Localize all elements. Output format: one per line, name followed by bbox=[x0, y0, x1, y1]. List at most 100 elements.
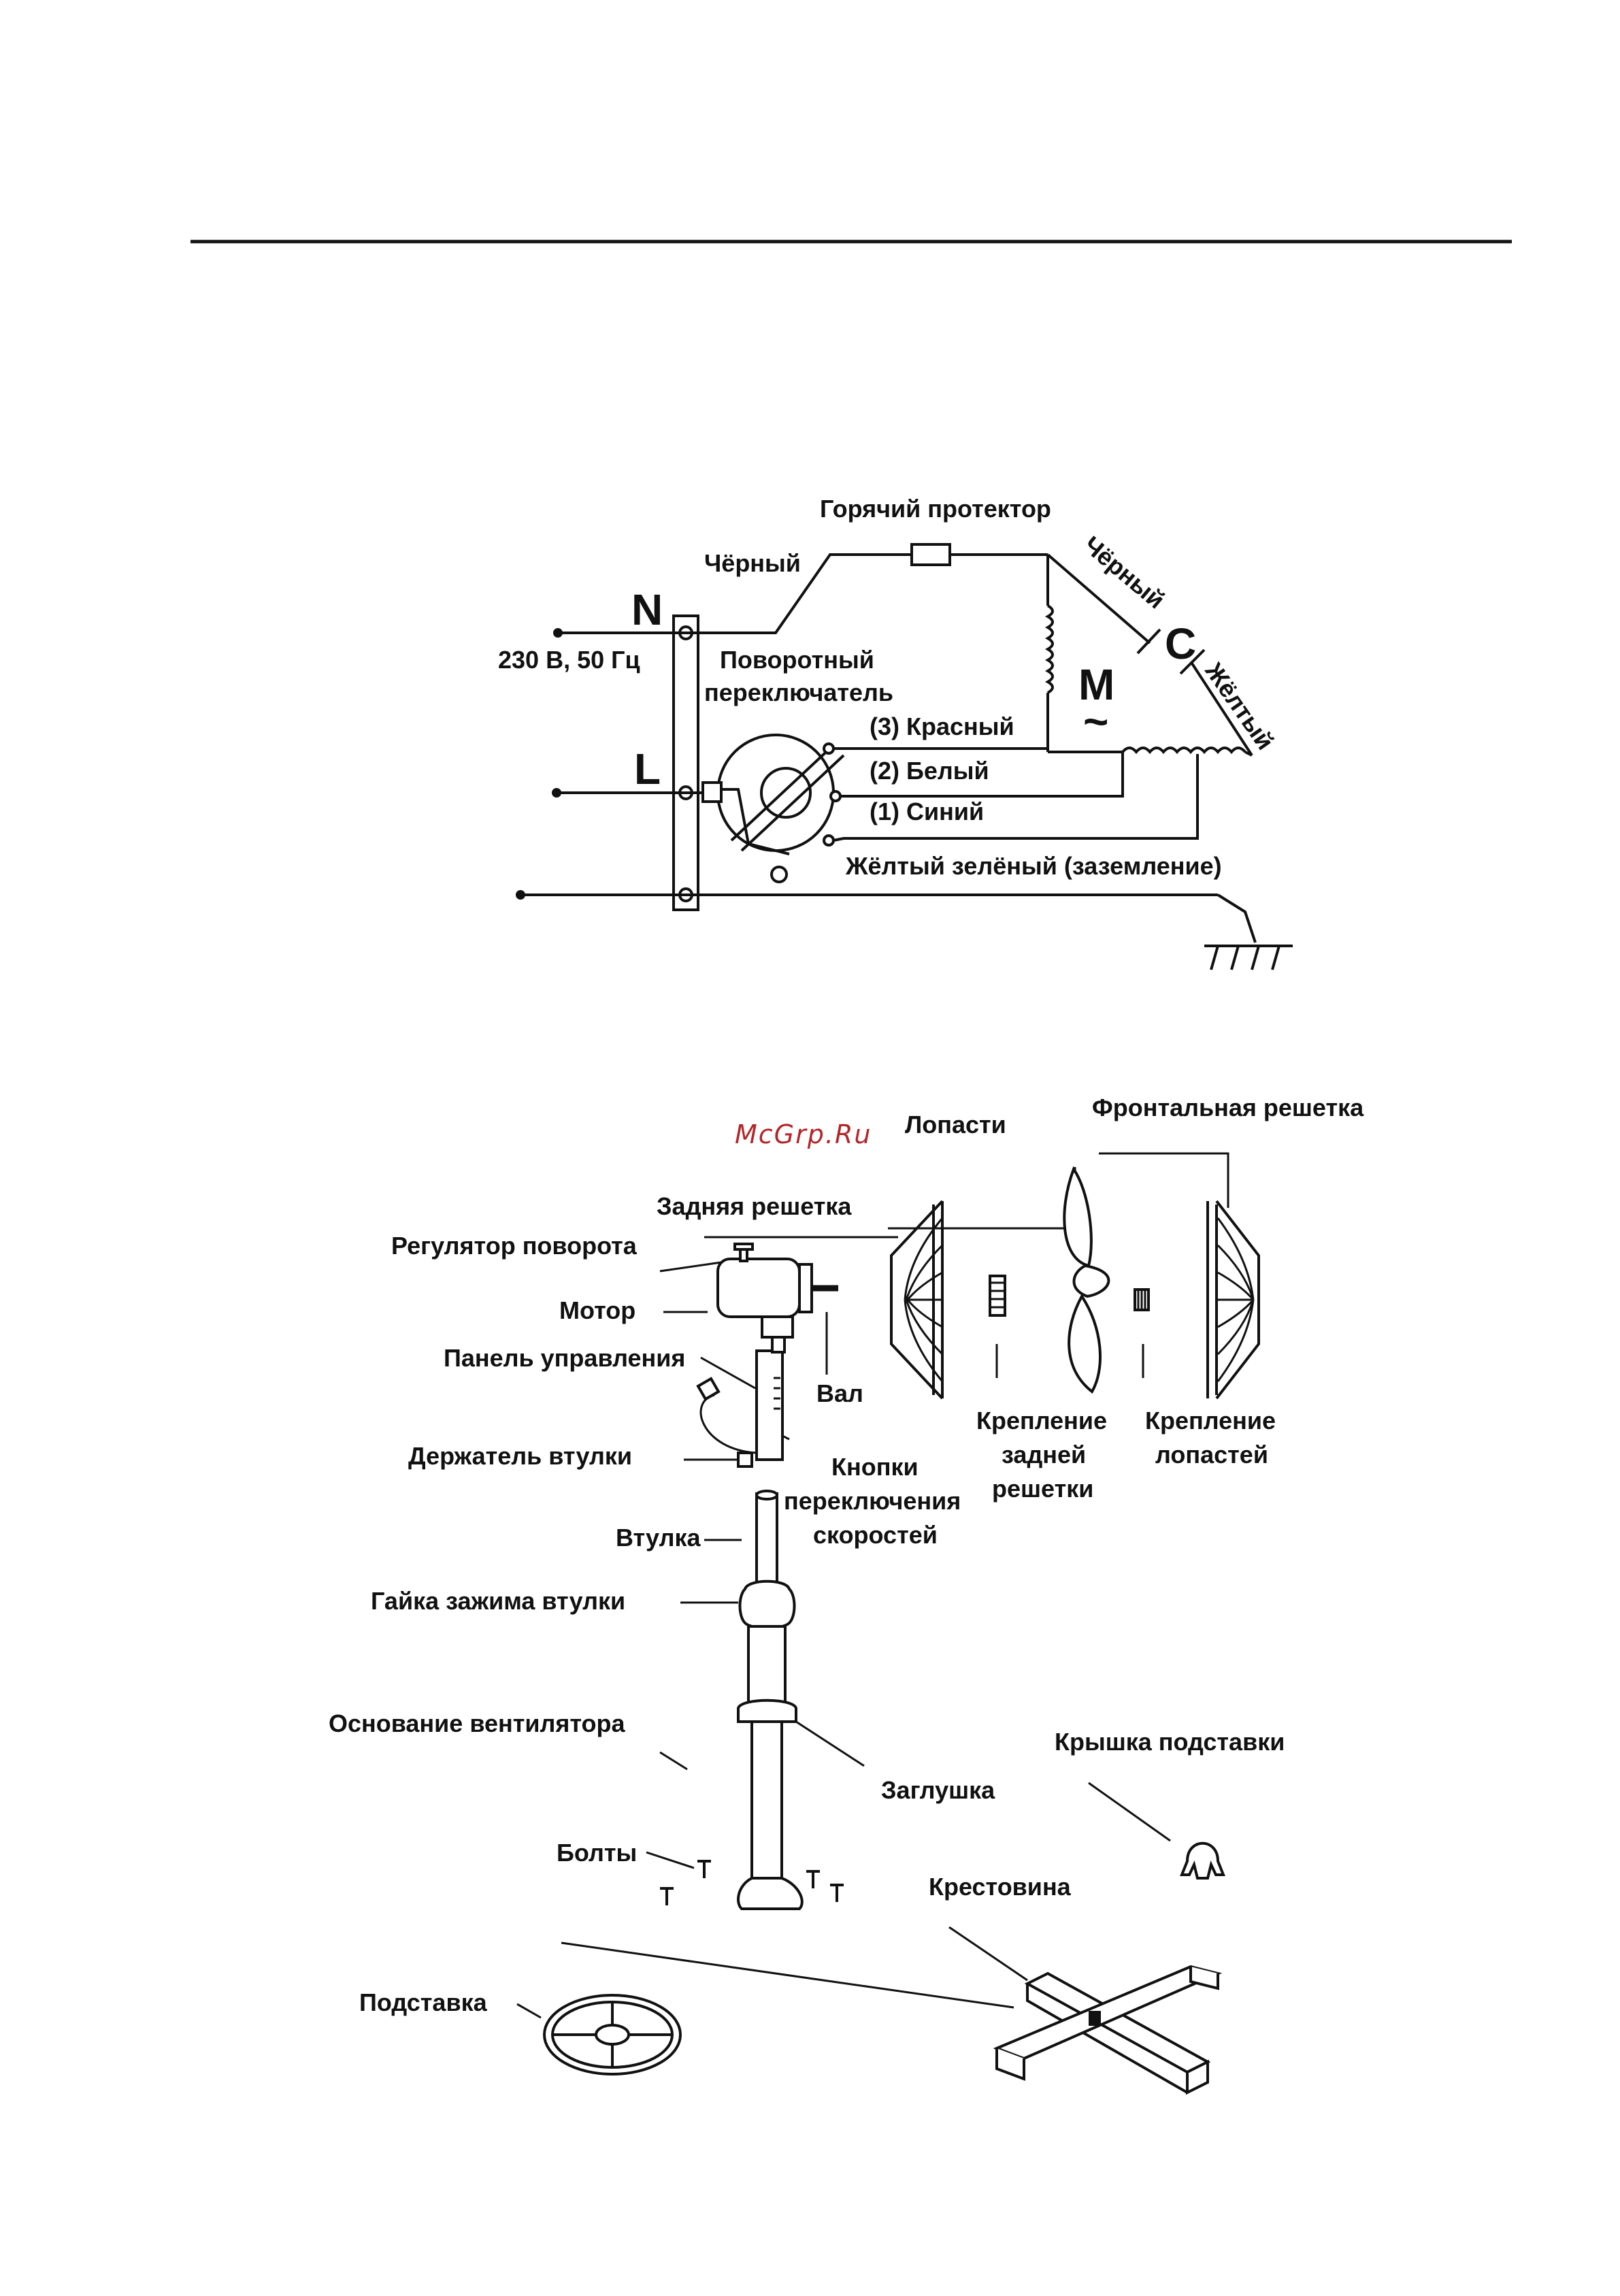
label-black-left: Чёрный bbox=[704, 549, 801, 577]
switch-blade-1 bbox=[730, 744, 835, 842]
fan-base-lower-drawing bbox=[750, 1720, 783, 1880]
capacitor-plate-2 bbox=[1179, 649, 1206, 675]
stand-cover-drawing bbox=[1180, 1841, 1225, 1880]
leader-bolts bbox=[646, 1851, 695, 1869]
switch-contact-1 bbox=[823, 834, 835, 847]
winding-coil-aux bbox=[1121, 747, 1246, 755]
motor-head-drawing bbox=[716, 1243, 838, 1339]
leader-stand-cross bbox=[561, 1941, 1014, 2009]
label-sleeve-nut: Гайка зажима втулки bbox=[371, 1587, 625, 1615]
label-speed-buttons-1: Кнопки bbox=[831, 1453, 919, 1481]
label-plug-cap: Заглушка bbox=[881, 1776, 995, 1804]
label-speed-buttons-3: скоростей bbox=[813, 1521, 938, 1549]
label-blade-mount-1: Крепление bbox=[1145, 1407, 1276, 1434]
parts-diagram: McGrp.Ru Лопасти Фронтальная решетка Зад… bbox=[329, 1094, 1364, 2095]
lead-l-dot bbox=[552, 788, 561, 798]
wire-black-cap bbox=[1046, 553, 1151, 644]
label-switch-1: Поворотный bbox=[720, 646, 874, 674]
label-sleeve-holder: Держатель втулки bbox=[408, 1442, 632, 1470]
blades-drawing bbox=[1063, 1166, 1110, 1394]
ground-lead bbox=[1217, 893, 1257, 943]
fan-base-upper-drawing bbox=[747, 1625, 787, 1709]
stand-drawing bbox=[543, 1994, 682, 2076]
label-rotation-knob: Регулятор поворота bbox=[391, 1232, 638, 1260]
fan-base-foot-drawing bbox=[737, 1877, 804, 1910]
capacitor-plate-1 bbox=[1136, 628, 1161, 655]
wire-white bbox=[840, 752, 1124, 798]
crosspiece-drawing bbox=[993, 1965, 1223, 2095]
switch-wiper bbox=[721, 788, 790, 855]
ground-hatch-3 bbox=[1251, 945, 1260, 970]
switch-input-terminal bbox=[701, 781, 723, 803]
lead-ground-dot bbox=[516, 890, 525, 900]
label-supply: 230 В, 50 Гц bbox=[498, 646, 640, 674]
terminal-block bbox=[672, 614, 699, 911]
label-control-panel: Панель управления bbox=[444, 1344, 685, 1372]
wire-black-n bbox=[686, 553, 912, 634]
label-ground: Жёлтый зелёный (заземление) bbox=[845, 852, 1222, 880]
hot-protector-fuse bbox=[910, 543, 951, 566]
rear-grill-mount-drawing bbox=[989, 1275, 1006, 1317]
plug-cap-drawing bbox=[737, 1699, 797, 1723]
label-stand: Подставка bbox=[359, 1988, 488, 2016]
ground-hatch-1 bbox=[1210, 945, 1219, 970]
wire-blue bbox=[833, 754, 1199, 842]
label-stand-cover: Крышка подставки bbox=[1055, 1728, 1285, 1756]
control-panel-drawing bbox=[696, 1336, 786, 1468]
switch-contact-3 bbox=[823, 742, 835, 755]
rotary-switch-hub bbox=[760, 767, 812, 819]
label-front-grill: Фронтальная решетка bbox=[1092, 1094, 1364, 1121]
label-shaft: Вал bbox=[816, 1379, 863, 1407]
label-blade-mount-2: лопастей bbox=[1155, 1441, 1268, 1469]
front-grill-drawing bbox=[1206, 1200, 1260, 1400]
label-terminal-l: L bbox=[634, 744, 661, 793]
switch-blade-2 bbox=[740, 754, 845, 852]
ground-hatch-2 bbox=[1230, 945, 1240, 970]
label-fan-base: Основание вентилятора bbox=[329, 1709, 626, 1737]
label-sleeve: Втулка bbox=[616, 1524, 701, 1552]
label-rear-grill-mount-2: задней bbox=[1002, 1441, 1086, 1469]
label-switch-2: переключатель bbox=[704, 678, 893, 706]
leader-crosspiece bbox=[948, 1926, 1028, 1982]
sleeve-drawing bbox=[755, 1490, 778, 1590]
leader-rotation-knob bbox=[659, 1261, 722, 1273]
label-black-right: Чёрный bbox=[1078, 531, 1170, 614]
leader-front-grill bbox=[1099, 1152, 1229, 1208]
label-rear-grill-mount-3: решетки bbox=[992, 1475, 1093, 1503]
label-capacitor: C bbox=[1165, 619, 1196, 668]
winding-h-end bbox=[1244, 751, 1253, 757]
label-wire-white: (2) Белый bbox=[870, 757, 989, 785]
label-rear-grill-mount-1: Крепление bbox=[976, 1407, 1107, 1434]
label-hot-protector: Горячий протектор bbox=[820, 495, 1051, 523]
leader-fan-base bbox=[659, 1751, 688, 1771]
label-crosspiece: Крестовина bbox=[929, 1873, 1072, 1901]
ground-hatch-4 bbox=[1271, 945, 1280, 970]
wire-yellow-cap bbox=[1191, 662, 1253, 757]
leader-stand bbox=[516, 2003, 542, 2019]
switch-mount-hole bbox=[770, 866, 788, 883]
wiring-diagram: Горячий протектор Чёрный Чёрный Жёлтый N… bbox=[498, 495, 1293, 970]
sleeve-nut-drawing bbox=[738, 1579, 796, 1630]
switch-contact-2 bbox=[829, 790, 842, 802]
label-motor-ac: ~ bbox=[1083, 697, 1108, 746]
leader-blades bbox=[888, 1167, 1076, 1230]
label-bolts: Болты bbox=[557, 1839, 637, 1867]
leader-plug-cap bbox=[795, 1720, 865, 1767]
label-blades: Лопасти bbox=[905, 1111, 1006, 1138]
label-speed-buttons-2: переключения bbox=[784, 1487, 961, 1515]
leader-stand-cover bbox=[1088, 1782, 1171, 1842]
winding-coil-main bbox=[1044, 604, 1054, 694]
label-terminal-n: N bbox=[631, 585, 663, 634]
lead-n-dot bbox=[553, 628, 563, 638]
bolts-drawing bbox=[660, 1860, 844, 1905]
label-wire-blue: (1) Синий bbox=[870, 798, 984, 825]
watermark: McGrp.Ru bbox=[735, 1119, 872, 1149]
label-yellow-right: Жёлтый bbox=[1200, 657, 1280, 755]
label-motor: Мотор bbox=[559, 1296, 635, 1324]
label-motor: M bbox=[1078, 660, 1114, 709]
leader-control-panel bbox=[700, 1356, 756, 1390]
label-rear-grill: Задняя решетка bbox=[657, 1192, 852, 1220]
rear-grill-drawing bbox=[890, 1200, 944, 1400]
